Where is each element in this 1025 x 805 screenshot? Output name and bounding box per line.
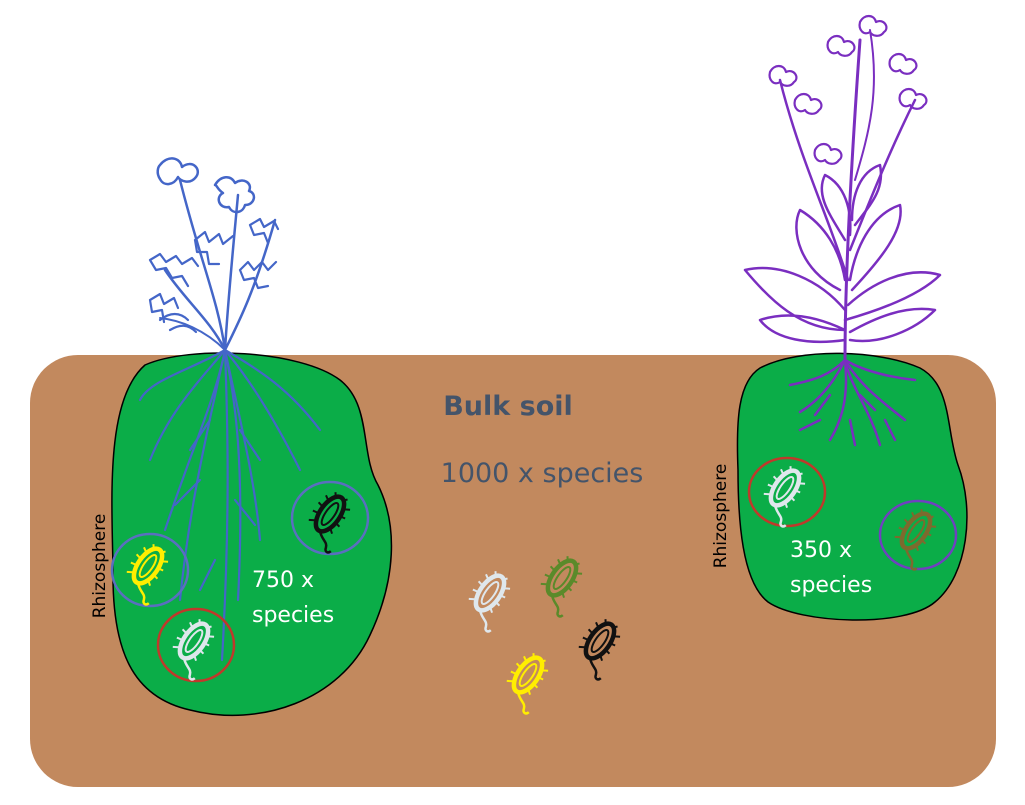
bulk-soil-title: Bulk soil <box>443 391 573 422</box>
right-white-bacterium-ring <box>747 456 827 528</box>
right-rhizosphere-zone <box>736 352 968 621</box>
right-olive-bacterium-ring <box>878 499 958 571</box>
right-plant-icon <box>743 14 942 447</box>
left-species-count: 750 x <box>252 568 314 593</box>
left-yellow-bacterium-ring <box>110 532 190 608</box>
right-species-word: species <box>790 573 872 598</box>
left-white-bacterium-ring <box>156 607 236 683</box>
left-rhizosphere-label: Rhizosphere <box>90 514 110 619</box>
left-species-word: species <box>252 603 334 628</box>
right-species-count: 350 x <box>790 538 852 563</box>
bulk-soil-species: 1000 x species <box>441 458 644 489</box>
right-rhizosphere-label: Rhizosphere <box>711 464 731 569</box>
left-plant-icon <box>138 157 322 662</box>
left-black-bacterium-ring <box>290 480 370 556</box>
